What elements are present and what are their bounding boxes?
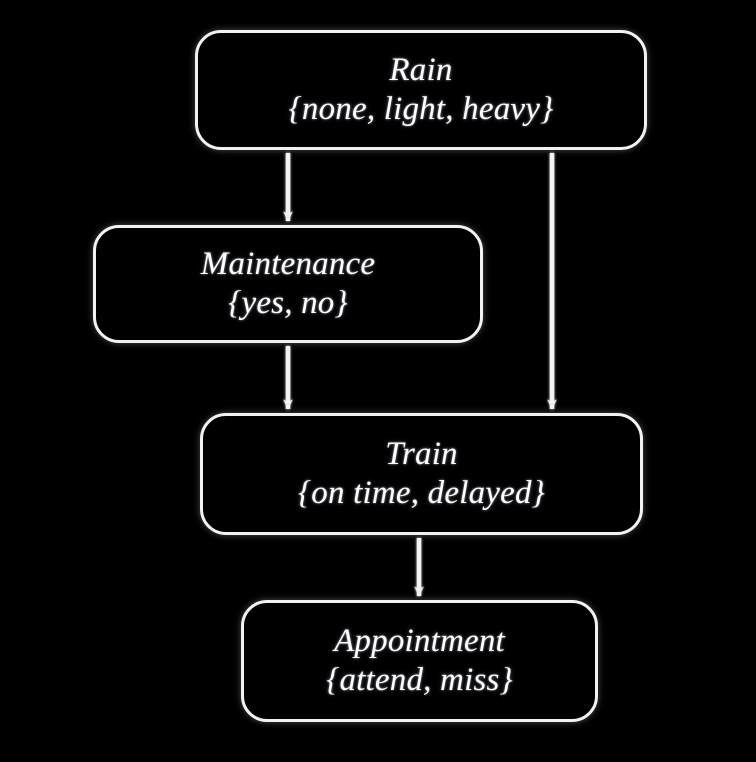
node-rain[interactable]: Rain {none, light, heavy} — [195, 30, 647, 150]
node-maintenance[interactable]: Maintenance {yes, no} — [93, 225, 483, 343]
node-train[interactable]: Train {on time, delayed} — [200, 413, 643, 535]
node-train-states: {on time, delayed} — [297, 475, 546, 511]
node-rain-label: Rain — [389, 52, 453, 89]
node-appointment[interactable]: Appointment {attend, miss} — [241, 600, 598, 722]
node-rain-states: {none, light, heavy} — [288, 91, 554, 127]
node-maintenance-states: {yes, no} — [228, 285, 348, 321]
node-train-label: Train — [385, 436, 458, 473]
node-maintenance-label: Maintenance — [200, 246, 376, 283]
node-appointment-states: {attend, miss} — [326, 662, 513, 698]
node-appointment-label: Appointment — [334, 623, 505, 660]
